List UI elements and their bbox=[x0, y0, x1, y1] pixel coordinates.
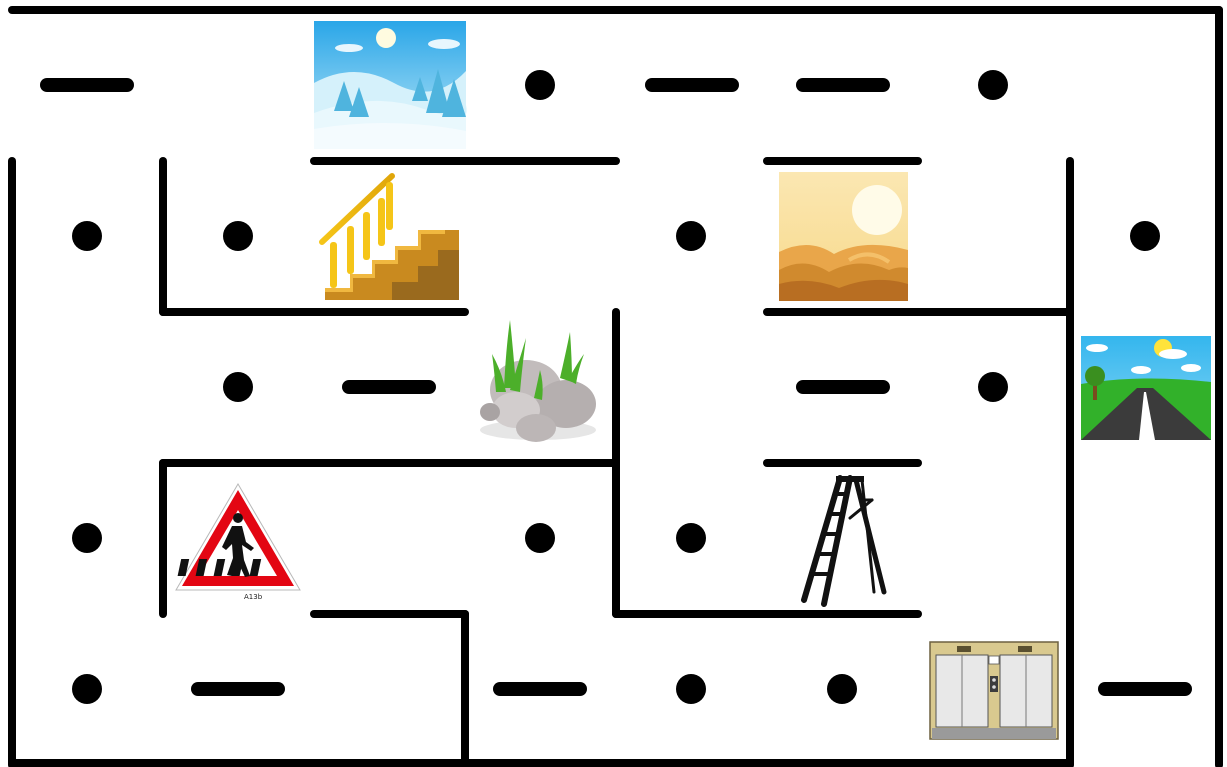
sign-caption: A13b bbox=[244, 593, 263, 601]
road-landscape-icon bbox=[1081, 336, 1211, 440]
desert-dunes-icon bbox=[779, 172, 908, 301]
dot-marker bbox=[72, 674, 102, 704]
golden-staircase-icon bbox=[319, 173, 459, 300]
dot-marker bbox=[676, 221, 706, 251]
pedestrian-crossing-sign-icon: A13b bbox=[175, 483, 301, 601]
dot-marker bbox=[525, 70, 555, 100]
elevator-icon bbox=[929, 641, 1059, 740]
dot-marker bbox=[827, 674, 857, 704]
dot-marker bbox=[72, 523, 102, 553]
dot-marker bbox=[223, 372, 253, 402]
maze-walls bbox=[8, 6, 1223, 767]
dot-marker bbox=[72, 221, 102, 251]
dot-marker bbox=[676, 674, 706, 704]
rocks-with-grass-icon bbox=[480, 320, 596, 442]
winter-landscape-icon bbox=[314, 21, 468, 149]
step-ladder-icon bbox=[801, 475, 887, 607]
dot-marker bbox=[525, 523, 555, 553]
dot-marker bbox=[978, 70, 1008, 100]
dot-marker bbox=[676, 523, 706, 553]
dot-marker bbox=[978, 372, 1008, 402]
dot-marker bbox=[1130, 221, 1160, 251]
dot-marker bbox=[223, 221, 253, 251]
